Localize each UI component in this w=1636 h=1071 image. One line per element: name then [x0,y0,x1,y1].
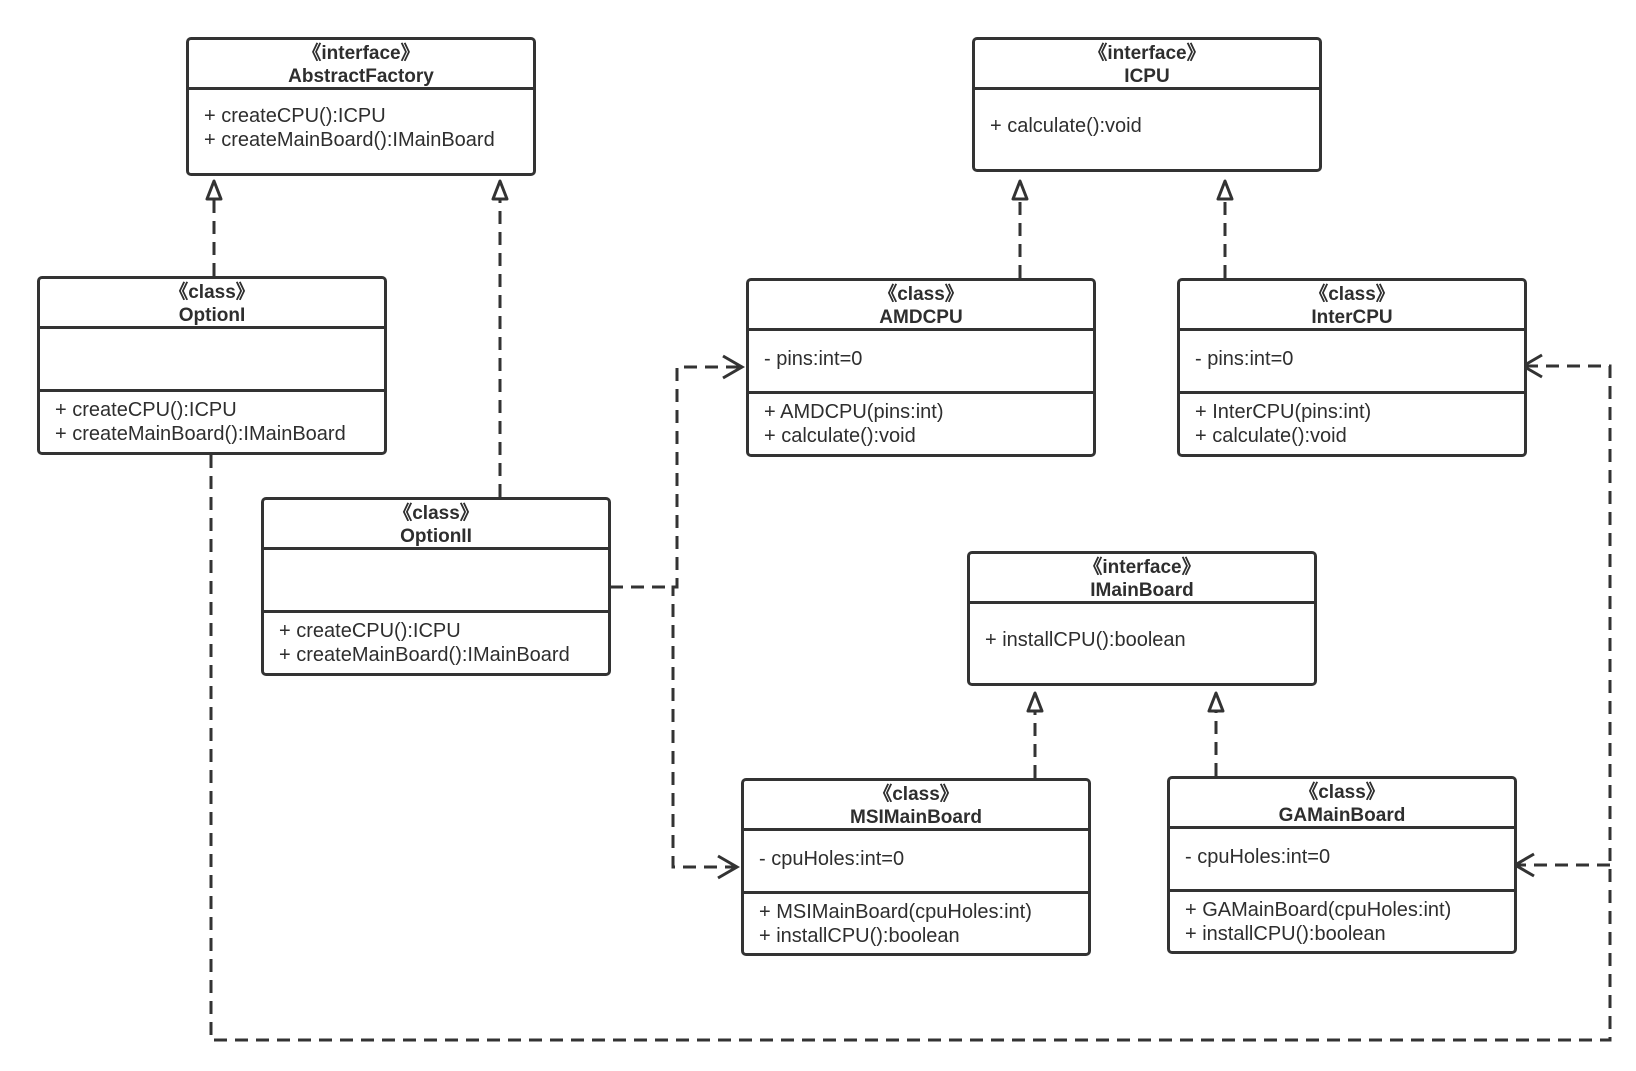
methods-section: + createCPU():ICPU + createMainBoard():I… [264,613,608,667]
box-header: 《interface》 IMainBoard [970,554,1314,604]
stereotype-label: 《class》 [393,503,479,524]
attributes-section: - pins:int=0 [1180,331,1524,394]
box-title: OptionI [178,305,246,326]
msimainboard-class-box[interactable]: 《class》 MSIMainBoard - cpuHoles:int=0 + … [741,778,1091,956]
realization-arrowhead [1207,691,1225,713]
methods-section: + createCPU():ICPU + createMainBoard():I… [189,90,533,152]
dependency-optionII-to-amdcpu [610,365,740,589]
box-header: 《class》 InterCPU [1180,281,1524,331]
method-line: + calculate():void [1195,425,1347,447]
icpu-interface-box[interactable]: 《interface》 ICPU + calculate():void [972,37,1322,172]
box-title: GAMainBoard [1278,805,1406,826]
stereotype-label: 《interface》 [1083,557,1201,578]
amdcpu-class-box[interactable]: 《class》 AMDCPU - pins:int=0 + AMDCPU(pin… [746,278,1096,457]
attributes-section [264,550,608,613]
attribute-line: - pins:int=0 [1195,348,1294,370]
optionI-class-box[interactable]: 《class》 OptionI + createCPU():ICPU + cre… [37,276,387,455]
method-line: + createMainBoard():IMainBoard [204,129,495,151]
realization-arrowhead [1011,179,1029,201]
methods-section: + InterCPU(pins:int) + calculate():void [1180,394,1524,448]
methods-section: + createCPU():ICPU + createMainBoard():I… [40,392,384,446]
realization-arrowhead [1216,179,1234,201]
stereotype-label: 《class》 [1309,284,1395,305]
box-title: AbstractFactory [288,66,434,87]
methods-section: + installCPU():boolean [970,604,1314,652]
stereotype-label: 《interface》 [302,43,420,64]
box-title: ICPU [1124,66,1170,87]
method-line: + installCPU():boolean [1185,923,1386,945]
methods-section: + AMDCPU(pins:int) + calculate():void [749,394,1093,448]
abstract-factory-interface-box[interactable]: 《interface》 AbstractFactory + createCPU(… [186,37,536,176]
realization-arrowhead [1026,691,1044,713]
method-line: + createCPU():ICPU [279,620,461,642]
box-header: 《class》 AMDCPU [749,281,1093,331]
box-header: 《class》 OptionII [264,500,608,550]
attributes-section: - pins:int=0 [749,331,1093,394]
realization-arrowhead [205,179,223,201]
method-line: + installCPU():boolean [985,629,1186,651]
attributes-section [40,329,384,392]
method-line: + MSIMainBoard(cpuHoles:int) [759,901,1032,923]
box-title: OptionII [400,526,472,547]
realization-arrowhead [491,179,509,201]
methods-section: + calculate():void [975,90,1319,138]
stereotype-label: 《class》 [169,282,255,303]
stereotype-label: 《class》 [873,784,959,805]
method-line: + calculate():void [990,115,1142,137]
box-title: InterCPU [1311,307,1393,328]
intercpu-class-box[interactable]: 《class》 InterCPU - pins:int=0 + InterCPU… [1177,278,1527,457]
gamainboard-class-box[interactable]: 《class》 GAMainBoard - cpuHoles:int=0 + G… [1167,776,1517,954]
method-line: + InterCPU(pins:int) [1195,401,1372,423]
method-line: + calculate():void [764,425,916,447]
stereotype-label: 《class》 [878,284,964,305]
box-title: AMDCPU [879,307,963,328]
attribute-line: - cpuHoles:int=0 [759,848,905,870]
stereotype-label: 《interface》 [1088,43,1206,64]
box-header: 《class》 OptionI [40,279,384,329]
method-line: + createCPU():ICPU [204,105,386,127]
stereotype-label: 《class》 [1299,782,1385,803]
method-line: + installCPU():boolean [759,925,960,947]
method-line: + AMDCPU(pins:int) [764,401,944,423]
box-header: 《interface》 AbstractFactory [189,40,533,90]
box-title: IMainBoard [1090,580,1194,601]
method-line: + createMainBoard():IMainBoard [55,423,346,445]
attributes-section: - cpuHoles:int=0 [1170,829,1514,892]
methods-section: + GAMainBoard(cpuHoles:int) + installCPU… [1170,892,1514,946]
box-header: 《class》 GAMainBoard [1170,779,1514,829]
box-header: 《interface》 ICPU [975,40,1319,90]
dependency-optionI-to-cpu-and-board [209,364,1612,1042]
box-header: 《class》 MSIMainBoard [744,781,1088,831]
dependency-arrowhead [717,854,740,880]
method-line: + createMainBoard():IMainBoard [279,644,570,666]
imainboard-interface-box[interactable]: 《interface》 IMainBoard + installCPU():bo… [967,551,1317,686]
methods-section: + MSIMainBoard(cpuHoles:int) + installCP… [744,894,1088,948]
method-line: + GAMainBoard(cpuHoles:int) [1185,899,1452,921]
method-line: + createCPU():ICPU [55,399,237,421]
optionII-class-box[interactable]: 《class》 OptionII + createCPU():ICPU + cr… [261,497,611,676]
attribute-line: - cpuHoles:int=0 [1185,846,1331,868]
box-title: MSIMainBoard [850,807,982,828]
dependency-arrowhead [722,354,745,380]
attributes-section: - cpuHoles:int=0 [744,831,1088,894]
attribute-line: - pins:int=0 [764,348,863,370]
dependency-optionII-to-msimainboard [671,585,735,869]
